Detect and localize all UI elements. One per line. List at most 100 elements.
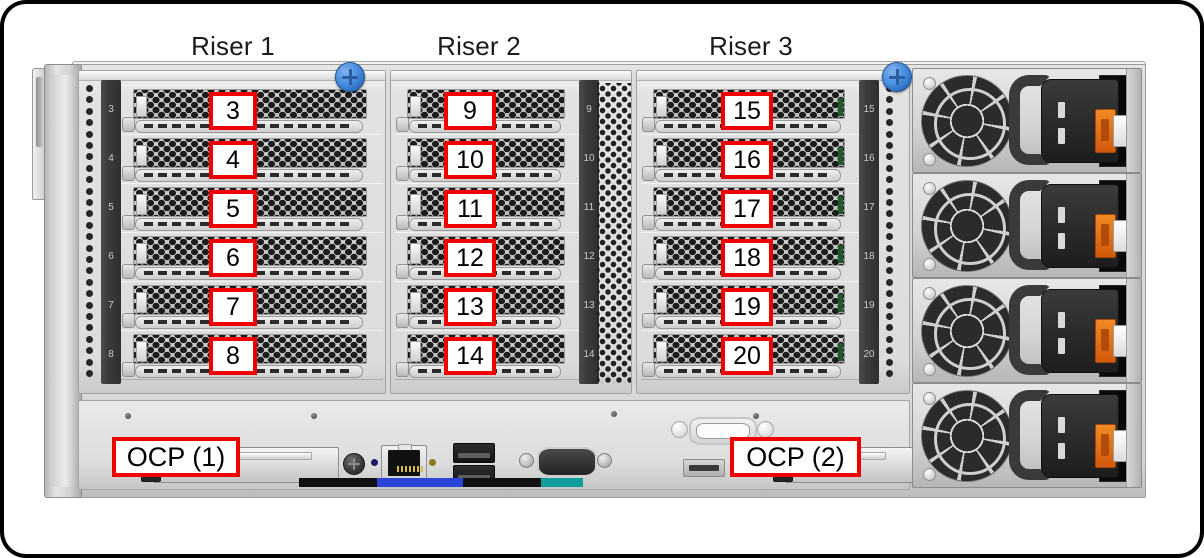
pcie-slot-latch[interactable]	[396, 215, 409, 230]
callout-ocp-2: OCP (2)	[730, 437, 861, 477]
psu-bay-frame	[1126, 279, 1141, 382]
callout-slot-13: 13	[444, 288, 496, 326]
pcie-slot-latch[interactable]	[396, 313, 409, 328]
psu-handle[interactable]	[1009, 180, 1051, 270]
filler-bracket-tab	[410, 96, 421, 117]
psu-inlet-pin-bottom	[1058, 128, 1065, 144]
pcie-slot-latch[interactable]	[642, 362, 655, 377]
blue-captive-screw-riser1[interactable]	[335, 62, 365, 92]
psu-4[interactable]	[912, 383, 1142, 488]
rail-slot-number-19: 19	[863, 300, 875, 311]
rail-slot-number-7: 7	[108, 300, 114, 311]
rail-slot-number-20: 20	[863, 349, 875, 360]
rail-slot-number-16: 16	[863, 153, 875, 164]
pcb-edge-indicator	[838, 294, 843, 312]
pcie-slot-latch[interactable]	[122, 313, 135, 328]
vga-screw-right	[597, 453, 612, 468]
pcie-slot-latch[interactable]	[122, 166, 135, 181]
pcie-slot-latch[interactable]	[642, 313, 655, 328]
psu-1[interactable]	[912, 68, 1142, 173]
io-port-label-strip	[299, 478, 583, 487]
psu-screw-top	[923, 392, 936, 405]
riser-1-cage-lip	[79, 71, 385, 81]
filler-bracket-tab	[410, 145, 421, 166]
psu-screw-top	[923, 182, 936, 195]
pcie-slot-latch[interactable]	[396, 117, 409, 132]
rail-slot-number-9: 9	[586, 104, 592, 115]
callout-slot-10: 10	[444, 141, 496, 179]
pcie-slot-latch[interactable]	[122, 117, 135, 132]
filler-bracket-tab	[136, 145, 147, 166]
psu-handle[interactable]	[1009, 75, 1051, 165]
callout-slot-12: 12	[444, 239, 496, 277]
rj45-management-port[interactable]	[381, 444, 427, 481]
pcie-slot-latch[interactable]	[642, 264, 655, 279]
filler-bracket-tab	[656, 341, 667, 362]
panel-screw-3	[611, 411, 617, 417]
pcb-edge-indicator	[838, 196, 843, 214]
psu-screw-top	[923, 287, 936, 300]
riser-1-vent-column	[79, 81, 101, 383]
callout-slot-3: 3	[209, 92, 257, 130]
pcb-edge-indicator	[838, 343, 843, 361]
pcie-slot-latch[interactable]	[396, 264, 409, 279]
callout-ocp-1: OCP (1)	[112, 437, 240, 477]
rj45-pins	[397, 466, 423, 472]
callout-slot-19: 19	[721, 288, 773, 326]
filler-bracket-tab	[136, 341, 147, 362]
vga-port[interactable]	[537, 447, 597, 477]
usb-a-port-top[interactable]	[453, 443, 495, 463]
psu-screw-bottom	[923, 153, 936, 166]
ocp-1-thumbscrew[interactable]	[343, 453, 365, 475]
psu-fan-ring	[933, 297, 1007, 371]
callout-slot-15: 15	[721, 92, 773, 130]
psu-screw-bottom	[923, 468, 936, 481]
psu-3[interactable]	[912, 278, 1142, 383]
power-supply-stack	[912, 68, 1142, 488]
io-label-segment-3	[463, 478, 541, 487]
chassis-left-latch-grip	[36, 77, 43, 147]
callout-slot-17: 17	[721, 190, 773, 228]
pcie-slot-latch[interactable]	[122, 215, 135, 230]
pcie-slot-latch[interactable]	[396, 166, 409, 181]
pcie-slot-latch[interactable]	[642, 117, 655, 132]
callout-slot-4: 4	[209, 141, 257, 179]
psu-2[interactable]	[912, 173, 1142, 278]
psu-handle[interactable]	[1009, 285, 1051, 375]
pcie-slot-latch[interactable]	[642, 166, 655, 181]
rail-slot-number-11: 11	[583, 202, 595, 213]
rail-slot-number-4: 4	[108, 153, 114, 164]
psu-fan-grille	[921, 75, 1013, 167]
filler-bracket-tab	[410, 194, 421, 215]
filler-bracket-tab	[410, 292, 421, 313]
callout-slot-18: 18	[721, 239, 773, 277]
pcie-slot-latch[interactable]	[642, 215, 655, 230]
psu-handle[interactable]	[1009, 390, 1051, 480]
serial-screw-left	[671, 421, 688, 438]
psu-inlet-pin-bottom	[1058, 338, 1065, 354]
psu-screw-top	[923, 77, 936, 90]
pcie-slot-latch[interactable]	[122, 362, 135, 377]
psu-release-latch[interactable]	[1095, 109, 1116, 153]
filler-bracket-tab	[656, 96, 667, 117]
rail-slot-number-12: 12	[583, 251, 595, 262]
pcie-slot-latch[interactable]	[122, 264, 135, 279]
psu-fan-ring	[933, 402, 1007, 476]
usb-micro-port[interactable]	[683, 459, 725, 477]
callout-slot-7: 7	[209, 288, 257, 326]
filler-bracket-tab	[656, 243, 667, 264]
riser-2-vent-honeycomb	[597, 83, 631, 383]
pcie-slot-latch[interactable]	[396, 362, 409, 377]
serial-db9-pins	[696, 423, 750, 439]
riser-2-title: Riser 2	[437, 31, 521, 61]
callout-slot-16: 16	[721, 141, 773, 179]
riser-3-title: Riser 3	[709, 31, 793, 61]
rail-slot-number-3: 3	[108, 104, 114, 115]
rail-slot-number-10: 10	[583, 153, 595, 164]
filler-bracket-tab	[136, 292, 147, 313]
blue-captive-screw-riser3[interactable]	[882, 62, 912, 92]
